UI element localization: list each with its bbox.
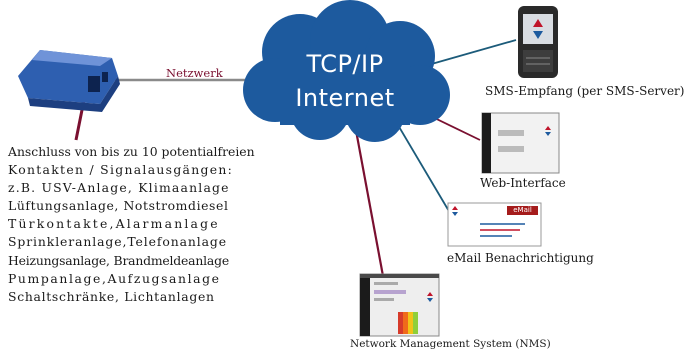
network-link-label: Netzwerk	[166, 66, 223, 80]
link-to-email	[394, 119, 454, 219]
io-line: Türkontakte,Alarmanlage	[8, 216, 220, 232]
io-line: Pumpanlage,Aufzugsanlage	[8, 270, 221, 286]
link-to-sms	[427, 39, 517, 66]
link-to-nms	[353, 124, 385, 277]
web-interface-label: Web-Interface	[480, 176, 566, 190]
web-interface-window	[481, 112, 560, 174]
io-line: Kontakten / Signalausgängen:	[8, 162, 234, 178]
io-line: z.B. USV-Anlage, Klimaanlage	[8, 180, 230, 196]
cloud-title-line2: Internet	[295, 84, 395, 112]
sms-label: SMS-Empfang (per SMS-Server)	[485, 84, 685, 98]
email-badge: eMail	[513, 206, 532, 214]
io-line: Sprinkleranlage,Telefonanlage	[8, 234, 227, 250]
email-label: eMail Benachrichtigung	[447, 251, 594, 265]
email-window	[447, 202, 542, 247]
io-description: Anschluss von bis zu 10 potentialfreien …	[8, 143, 258, 306]
nms-screen	[359, 273, 440, 337]
nms-label: Network Management System (NMS)	[350, 338, 551, 350]
io-line: Heizungsanlage, Brandmeldeanlage	[8, 252, 229, 268]
io-line: Lüftungsanlage, Notstromdiesel	[8, 198, 229, 214]
cloud-title-line1: TCP/IP	[306, 50, 384, 78]
monitoring-device	[18, 50, 120, 112]
io-line: Anschluss von bis zu 10 potentialfreien	[8, 144, 255, 159]
internet-cloud	[243, 0, 450, 142]
mobile-phone	[518, 6, 558, 78]
io-line: Schaltschränke, Lichtanlagen	[8, 288, 215, 304]
